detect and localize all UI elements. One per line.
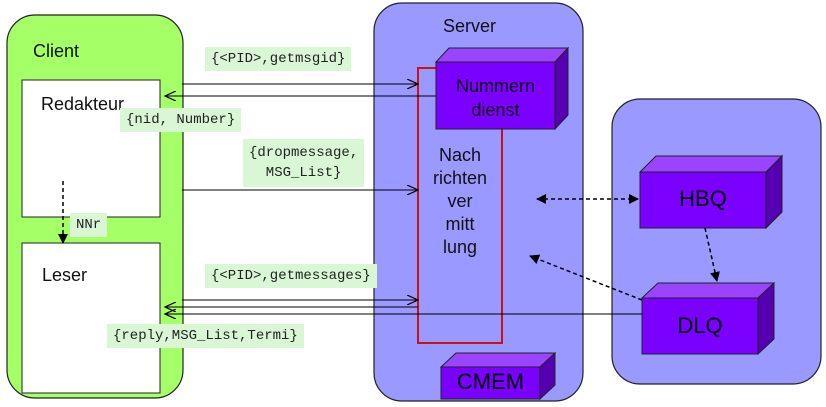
nummerndienst-cube <box>434 46 570 131</box>
msg-dropmessage: {dropmessage, MSG_List} <box>243 139 365 187</box>
redakteur-box <box>21 79 161 218</box>
nachrichten-line-1: Nach <box>438 145 482 165</box>
nummerndienst-label: Nummern dienst <box>436 74 555 122</box>
msg-reply: {reply,MSG_List,Termi} <box>107 324 304 348</box>
client-title: Client <box>33 41 80 61</box>
nnr-label: NNr <box>70 213 108 237</box>
msg-nid-number: {nid, Number} <box>120 108 242 132</box>
msg-dropmessage-line-2: MSG_List} <box>265 165 342 181</box>
arrow-dlq-server <box>529 254 643 301</box>
nachrichtenvermittlung-label: Nach richten ver mitt lung <box>418 144 502 259</box>
nachrichten-line-4: mitt <box>445 214 475 234</box>
arrow-hbq-dlq <box>704 227 720 282</box>
cmem-label: CMEM <box>456 369 525 394</box>
server-title: Server <box>443 16 497 36</box>
nummerndienst-line-2: dienst <box>471 100 520 120</box>
msg-getmessages: {<PID>,getmessages} <box>205 264 377 288</box>
nachrichten-line-3: ver <box>447 191 473 211</box>
hbq-label: HBQ <box>679 186 727 211</box>
dlq-cube <box>640 281 776 356</box>
redakteur-label: Redakteur <box>41 94 125 114</box>
dlq-label: DLQ <box>677 313 723 338</box>
nachrichten-line-2: richten <box>432 168 488 188</box>
nachrichten-line-5: lung <box>442 237 478 257</box>
leser-box <box>21 242 161 394</box>
msg-getmsgid: {<PID>,getmsgid} <box>205 47 352 71</box>
hbq-cube <box>638 154 784 230</box>
msg-dropmessage-line-1: {dropmessage, <box>249 145 359 161</box>
cmem-cube <box>439 351 557 401</box>
leser-label: Leser <box>42 265 88 285</box>
nummerndienst-line-1: Nummern <box>455 76 535 96</box>
